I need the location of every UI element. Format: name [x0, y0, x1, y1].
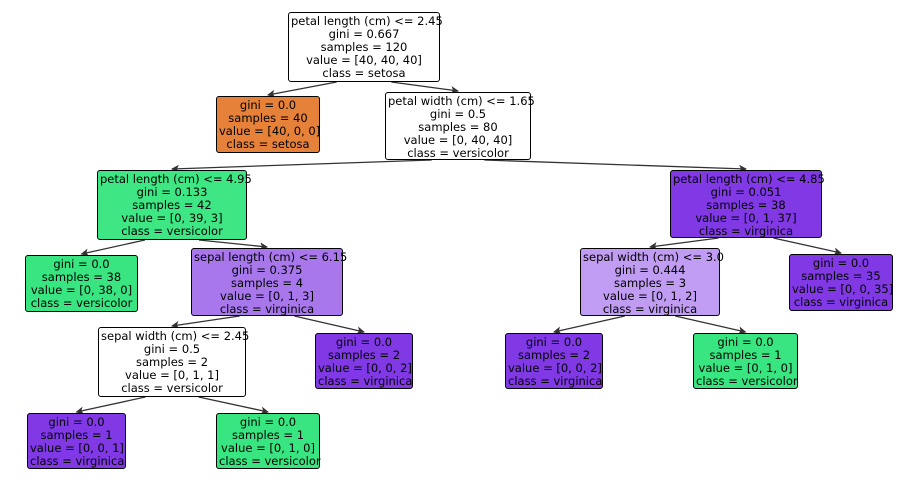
- edge-n11-n12: [553, 315, 625, 335]
- node-text-line: samples = 2: [517, 348, 591, 362]
- edge-n5-n6: [171, 315, 240, 329]
- node-text-line: class = setosa: [322, 66, 406, 80]
- node-text-line: samples = 38: [41, 270, 122, 284]
- node-text-line: value = [0, 38, 0]: [30, 283, 133, 297]
- node-text-line: value = [40, 0, 0]: [219, 124, 321, 138]
- edge-n6-n8: [198, 396, 269, 415]
- node-text-line: gini = 0.0: [335, 335, 393, 349]
- edge-n6-n7: [75, 396, 146, 415]
- node-text-line: class = setosa: [226, 137, 310, 151]
- node-text-line: petal width (cm) <= 1.65: [388, 94, 535, 108]
- node-text-line: samples = 35: [801, 269, 881, 283]
- node-text-line: value = [40, 40, 40]: [306, 53, 422, 67]
- edge-n11-n13: [675, 315, 747, 335]
- node-text-line: gini = 0.0: [48, 415, 105, 429]
- node-text-line: class = versicolor: [30, 296, 133, 310]
- node-text-line: value = [0, 0, 35]: [792, 282, 894, 296]
- node-text-line: gini = 0.0: [239, 415, 297, 429]
- node-text-line: samples = 80: [418, 120, 498, 134]
- node-text-line: class = versicolor: [219, 454, 321, 468]
- node-text-line: class = versicolor: [407, 146, 509, 160]
- node-text-line: gini = 0.375: [231, 263, 303, 277]
- node-text-line: samples = 1: [709, 348, 782, 362]
- node-text-line: value = [0, 1, 37]: [695, 211, 797, 225]
- node-text-line: gini = 0.5: [429, 107, 487, 121]
- node-text-line: value = [0, 1, 3]: [220, 289, 314, 303]
- edge-n0-n2: [391, 81, 459, 95]
- node-text-line: gini = 0.5: [143, 342, 201, 356]
- node-text-line: class = virginica: [602, 302, 698, 316]
- edge-n2-n3: [171, 159, 432, 173]
- node-text-line: class = virginica: [30, 454, 125, 468]
- node-text-line: value = [0, 0, 1]: [30, 441, 124, 455]
- node-text-line: class = virginica: [219, 302, 315, 316]
- edge-n2-n10: [484, 159, 747, 173]
- node-text-line: samples = 2: [327, 348, 401, 362]
- node-text-line: gini = 0.444: [614, 263, 686, 277]
- node-text-line: class = versicolor: [696, 374, 798, 388]
- edge-n0-n1: [267, 81, 337, 98]
- node-text-line: gini = 0.0: [812, 256, 870, 270]
- node-text-line: value = [0, 0, 2]: [508, 361, 602, 375]
- node-text-line: petal length (cm) <= 4.85: [673, 172, 825, 186]
- node-text-line: samples = 38: [706, 198, 786, 212]
- node-text-line: gini = 0.0: [239, 98, 297, 112]
- node-text-line: value = [0, 1, 2]: [603, 289, 697, 303]
- node-text-line: samples = 4: [230, 276, 304, 290]
- node-text-line: value = [0, 1, 0]: [221, 441, 315, 455]
- node-text-line: class = virginica: [318, 374, 413, 388]
- node-text-line: sepal width (cm) <= 3.0: [583, 250, 724, 264]
- node-text-line: value = [0, 1, 1]: [125, 368, 219, 382]
- node-text-line: petal length (cm) <= 2.45: [291, 14, 443, 28]
- node-text-line: class = virginica: [508, 374, 603, 388]
- node-text-line: gini = 0.0: [525, 335, 583, 349]
- node-text-line: gini = 0.0: [53, 257, 110, 271]
- node-text-line: samples = 2: [135, 355, 209, 369]
- node-text-line: class = virginica: [698, 224, 794, 238]
- node-text-line: samples = 120: [320, 40, 408, 54]
- node-text-line: value = [0, 39, 3]: [121, 211, 223, 225]
- node-text-line: samples = 42: [132, 198, 212, 212]
- node-text-line: samples = 1: [231, 428, 305, 442]
- node-text-line: gini = 0.0: [717, 335, 774, 349]
- edge-n3-n5: [198, 239, 268, 251]
- node-text-line: class = versicolor: [121, 224, 223, 238]
- node-text-line: value = [0, 0, 2]: [318, 361, 412, 375]
- node-text-line: samples = 3: [613, 276, 687, 290]
- node-text-line: class = virginica: [793, 295, 889, 309]
- node-text-line: sepal width (cm) <= 2.45: [101, 329, 250, 343]
- edge-n3-n4: [80, 239, 146, 257]
- node-text-line: value = [0, 40, 40]: [403, 133, 513, 147]
- node-text-line: samples = 40: [228, 111, 308, 125]
- node-text-line: samples = 1: [40, 428, 113, 442]
- node-text-line: class = versicolor: [121, 381, 223, 395]
- node-text-line: gini = 0.133: [136, 185, 208, 199]
- edge-n5-n9: [294, 315, 365, 335]
- edge-n10-n11: [649, 237, 719, 251]
- node-text-line: gini = 0.667: [328, 27, 400, 41]
- node-text-line: sepal length (cm) <= 6.15: [194, 250, 348, 264]
- node-text-line: gini = 0.051: [710, 185, 782, 199]
- edge-n10-n14: [773, 237, 842, 256]
- node-text-line: petal length (cm) <= 4.95: [100, 172, 252, 186]
- node-text-line: value = [0, 1, 0]: [698, 361, 793, 375]
